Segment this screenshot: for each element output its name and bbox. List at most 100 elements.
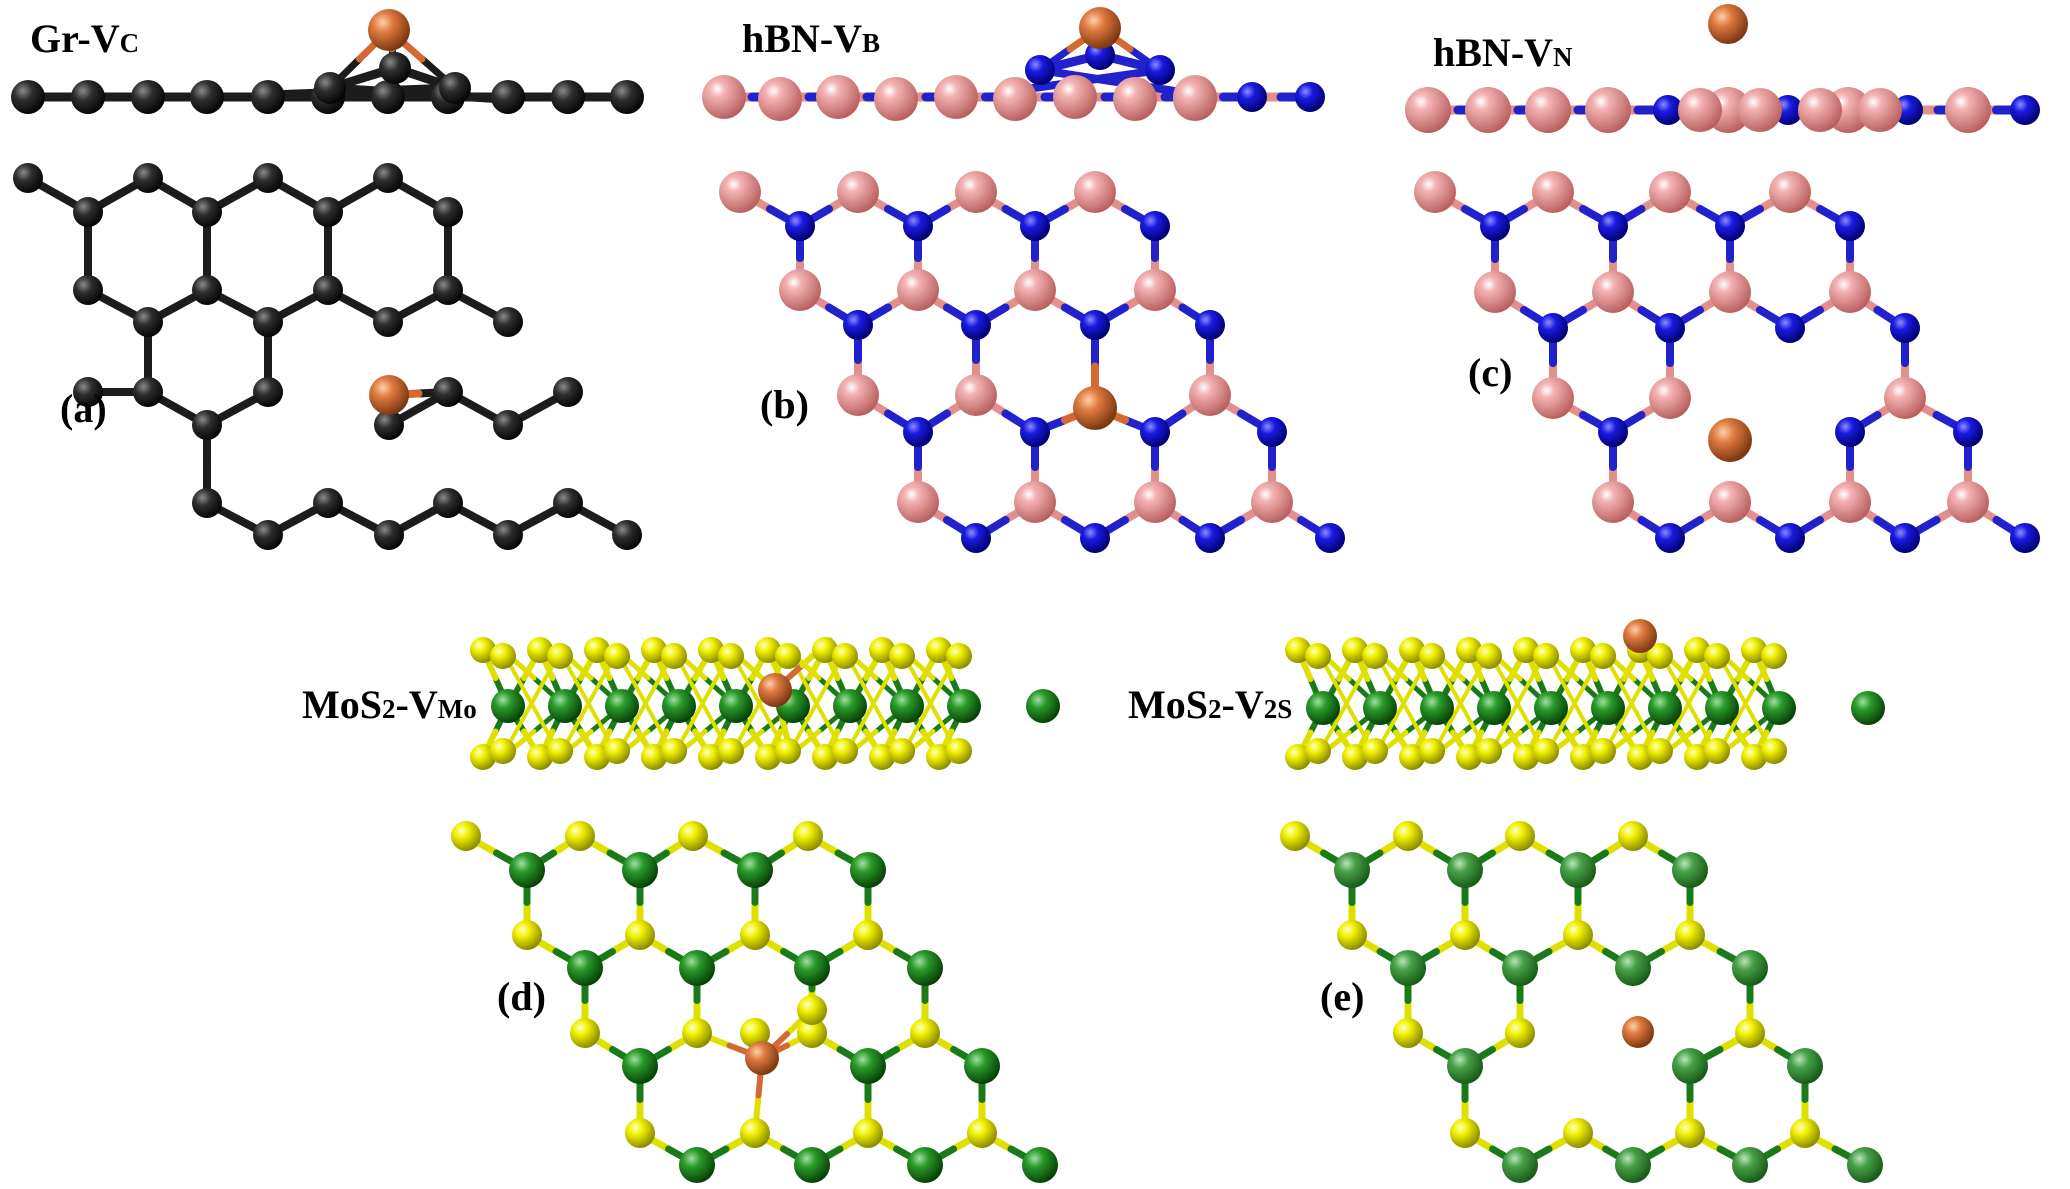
nitrogen-atom-icon (1953, 417, 1983, 447)
carbon-atom-icon (71, 80, 105, 114)
boron-atom-icon (1405, 87, 1451, 133)
sulfur-atom-icon (1513, 744, 1539, 770)
boron-atom-icon (1014, 481, 1056, 523)
molybdenum-atom-icon (850, 1048, 886, 1084)
boron-atom-icon (1592, 271, 1634, 313)
nitrogen-atom-icon (1145, 55, 1175, 85)
carbon-atom-icon (131, 80, 165, 114)
sulfur-atom-icon (527, 637, 553, 663)
boron-atom-icon (1649, 377, 1691, 419)
carbon-atom-icon (433, 197, 463, 227)
nitrogen-atom-icon (1195, 523, 1225, 553)
boron-atom-icon (955, 374, 997, 416)
nitrogen-atom-icon (961, 523, 991, 553)
carbon-atom-icon (192, 488, 222, 518)
nitrogen-atom-icon (1315, 523, 1345, 553)
boron-atom-icon (1738, 88, 1782, 132)
carbon-atom-icon (373, 163, 403, 193)
sulfur-atom-icon (1563, 920, 1593, 950)
carbon-atom-icon (379, 52, 411, 84)
boron-atom-icon (1251, 481, 1293, 523)
sulfur-atom-icon (793, 821, 823, 851)
carbon-atom-icon (133, 377, 163, 407)
nitrogen-atom-icon (1080, 523, 1110, 553)
sulfur-atom-icon (910, 1018, 940, 1048)
boron-atom-icon (1709, 481, 1751, 523)
molybdenum-atom-icon (719, 689, 753, 723)
sulfur-atom-icon (1419, 643, 1445, 669)
boron-atom-icon (1414, 171, 1456, 213)
sulfur-atom-icon (946, 643, 972, 669)
molybdenum-atom-icon (794, 950, 830, 986)
boron-atom-icon (897, 269, 939, 311)
sulfur-atom-icon (832, 643, 858, 669)
dopant-atom-icon (1622, 1016, 1654, 1048)
sulfur-atom-icon (698, 637, 724, 663)
sulfur-atom-icon (1393, 821, 1423, 851)
boron-atom-icon (1532, 377, 1574, 419)
boron-atom-icon (1053, 75, 1097, 119)
molybdenum-atom-icon (1306, 691, 1340, 725)
sulfur-atom-icon (1647, 738, 1673, 764)
sulfur-atom-icon (869, 637, 895, 663)
boron-atom-icon (1465, 87, 1511, 133)
sulfur-atom-icon (1456, 637, 1482, 663)
sulfur-atom-icon (1342, 637, 1368, 663)
nitrogen-atom-icon (785, 211, 815, 241)
sulfur-atom-icon (584, 744, 610, 770)
molybdenum-atom-icon (1591, 691, 1625, 725)
boron-atom-icon (1134, 269, 1176, 311)
molybdenum-atom-icon (1672, 852, 1708, 888)
dopant-atom-icon (1708, 4, 1748, 44)
molybdenum-atom-icon (833, 689, 867, 723)
carbon-atom-icon (553, 488, 583, 518)
sulfur-atom-icon (1337, 920, 1367, 950)
dopant-atom-icon (758, 673, 792, 707)
sulfur-atom-icon (678, 821, 708, 851)
sulfur-atom-icon (1505, 821, 1535, 851)
nitrogen-atom-icon (1480, 211, 1510, 241)
sulfur-atom-icon (1590, 738, 1616, 764)
sulfur-atom-icon (1684, 637, 1710, 663)
carbon-atom-icon (251, 80, 285, 114)
boron-atom-icon (874, 77, 918, 121)
sulfur-atom-icon (1450, 920, 1480, 950)
molybdenum-atom-icon (567, 950, 603, 986)
carbon-atom-icon (433, 275, 463, 305)
nitrogen-atom-icon (1655, 313, 1685, 343)
nitrogen-atom-icon (1257, 417, 1287, 447)
dopant-atom-icon (1708, 418, 1752, 462)
carbon-atom-icon (192, 197, 222, 227)
sulfur-atom-icon (470, 744, 496, 770)
molybdenum-atom-icon (794, 1147, 830, 1183)
carbon-atom-icon (11, 80, 45, 114)
sulfur-atom-icon (570, 1018, 600, 1048)
sulfur-atom-icon (1450, 1118, 1480, 1148)
dopant-atom-icon (1073, 386, 1117, 430)
sulfur-atom-icon (1476, 643, 1502, 669)
nitrogen-atom-icon (1775, 523, 1805, 553)
nitrogen-atom-icon (2010, 523, 2040, 553)
boron-atom-icon (1134, 481, 1176, 523)
dopant-atom-icon (745, 1041, 779, 1075)
molybdenum-atom-icon (890, 689, 924, 723)
molybdenum-atom-icon (509, 852, 545, 888)
nitrogen-atom-icon (961, 310, 991, 340)
title-panel-d: MoS2-VMo (302, 682, 477, 727)
sulfur-atom-icon (853, 920, 883, 950)
nitrogen-atom-icon (1835, 211, 1865, 241)
carbon-atom-icon (373, 307, 403, 337)
nitrogen-atom-icon (1020, 211, 1050, 241)
sulfur-atom-icon (1533, 738, 1559, 764)
sulfur-atom-icon (682, 1018, 712, 1048)
carbon-atom-icon (612, 520, 642, 550)
sulfur-atom-icon (755, 637, 781, 663)
nitrogen-atom-icon (903, 211, 933, 241)
nitrogen-atom-icon (903, 417, 933, 447)
carbon-atom-icon (253, 377, 283, 407)
boron-atom-icon (1532, 171, 1574, 213)
molybdenum-atom-icon (1615, 950, 1651, 986)
molybdenum-atom-icon (1615, 1147, 1651, 1183)
carbon-atom-icon (13, 163, 43, 193)
